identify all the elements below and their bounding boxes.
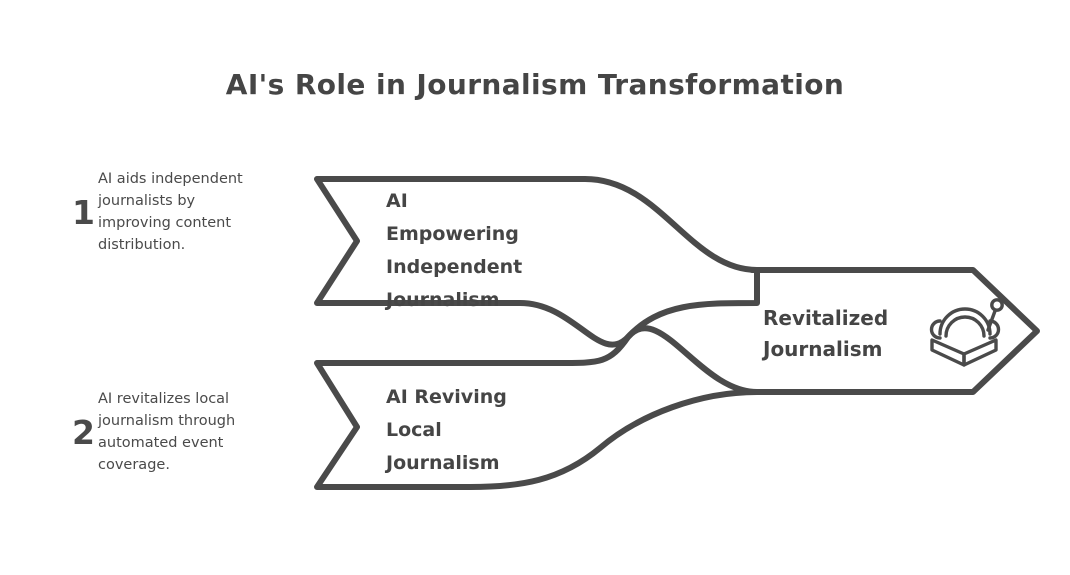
step-1: 1 AI aids independent journalists by imp… — [72, 168, 312, 256]
flow-label-1: AI Empowering Independent Journalism — [386, 190, 523, 311]
step-2: 2 AI revitalizes local journalism throug… — [72, 388, 317, 476]
step-1-number: 1 — [72, 192, 95, 232]
step-1-description: AI aids independent journalists by impro… — [98, 171, 243, 253]
step-2-number: 2 — [72, 412, 95, 452]
flow-shape-1[interactable] — [314, 176, 760, 348]
flow-label-2: AI Reviving Local Journalism — [386, 386, 507, 474]
page-title: AI's Role in Journalism Transformation — [225, 68, 845, 101]
open-book-headphones-microphone-icon — [929, 298, 1004, 367]
step-2-description: AI revitalizes local journalism through … — [98, 391, 236, 473]
outcome-label: Revitalized Journalism — [763, 306, 889, 361]
outcome-shape[interactable] — [749, 267, 1040, 395]
flow-shape-2[interactable] — [314, 325, 760, 490]
